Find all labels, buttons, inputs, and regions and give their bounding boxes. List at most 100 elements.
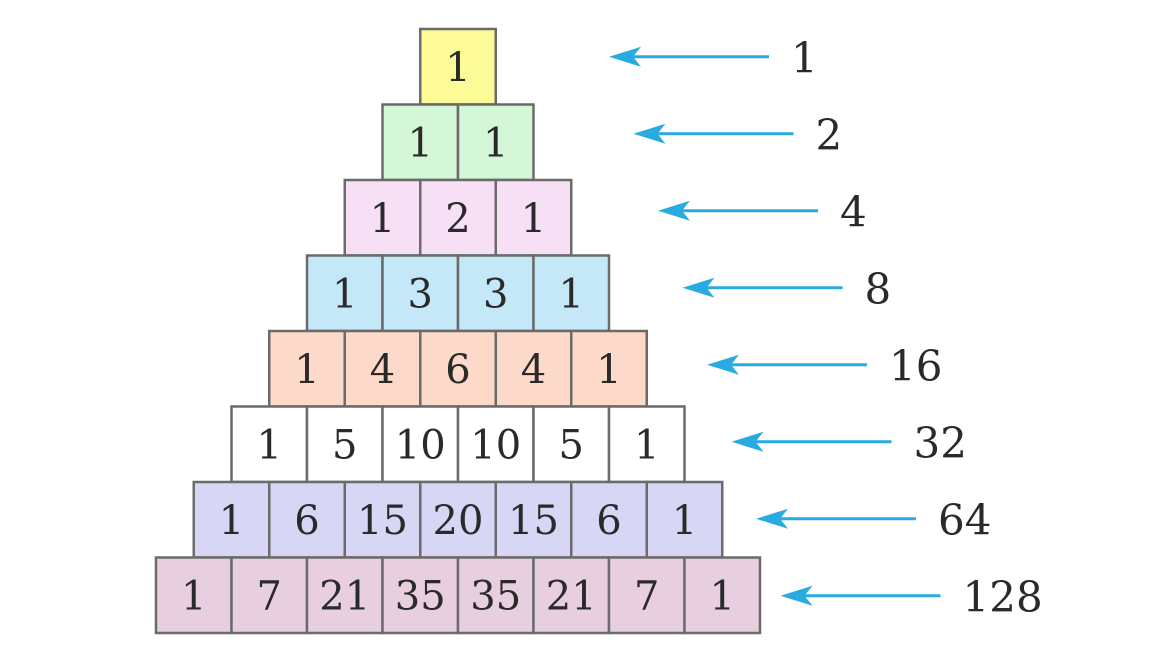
triangle-cell-value: 3 [483,271,508,317]
arrow-left-icon [682,277,715,298]
triangle-cell-value: 1 [181,573,206,619]
triangle-cell-value: 1 [370,196,395,242]
triangle-cell-box [494,178,573,257]
triangle-cell-value: 15 [508,498,559,544]
triangle-cell-box [305,556,384,635]
triangle-cell-box [305,405,384,484]
triangle-cell-box [532,556,611,635]
arrow-left-icon [780,585,813,606]
triangle-cell-value: 1 [219,498,244,544]
triangle-cell: 20 [419,480,497,559]
triangle-cell: 4 [494,329,573,408]
triangle-cell: 1 [192,480,271,559]
triangle-cell-value: 1 [521,196,546,242]
triangle-cell: 1 [532,254,611,333]
triangle-cell-value: 5 [332,422,357,468]
triangle-cell: 7 [607,556,686,635]
arrow-left-icon [707,354,739,375]
arrow-left-icon [731,431,764,452]
triangle-cell-box [570,480,648,559]
triangle-cell-value: 35 [470,573,521,619]
triangle-cell: 21 [305,556,384,635]
triangle-cell-box [494,329,573,408]
triangle-cell: 1 [343,178,422,257]
triangle-cell-box [381,254,460,333]
triangle-cell: 3 [456,254,535,333]
triangle-cell-box [532,254,611,333]
triangle-cell-box [683,556,762,635]
triangle-cell-value: 1 [596,347,621,393]
triangle-cell: 1 [607,405,686,484]
row-sum-label: 64 [938,495,991,544]
triangle-cell: 35 [381,556,460,635]
triangle-cell: 6 [570,480,648,559]
triangle-cell-value: 7 [634,573,659,619]
triangle-cell-value: 6 [294,498,319,544]
triangle-cell: 7 [230,556,309,635]
triangle-cell: 1 [494,178,573,257]
triangle-cell: 2 [419,178,497,257]
row-sum-label: 16 [889,341,942,390]
triangle-cell: 6 [268,480,346,559]
triangle-cell: 21 [532,556,611,635]
triangle-cell-value: 6 [445,347,470,393]
triangle-cell: 1 [305,254,384,333]
triangle-cell-value: 1 [634,422,659,468]
triangle-cell-value: 1 [672,498,697,544]
triangle-cell: 1 [683,556,762,635]
triangle-cell-box [532,405,611,484]
triangle-cell-value: 35 [395,573,446,619]
triangle-cell: 5 [532,405,611,484]
triangle-cell-value: 1 [408,120,433,166]
triangle-cell-value: 7 [257,573,282,619]
triangle-cell-box [192,480,271,559]
triangle-cell-value: 4 [370,347,395,393]
triangle-cell: 1 [645,480,724,559]
triangle-cell: 10 [381,405,460,484]
row-sum-arrows [609,46,941,606]
triangle-cell: 1 [268,329,346,408]
triangle-cell: 35 [456,556,535,635]
row-sum-label: 8 [865,264,892,313]
triangle-cell: 3 [381,254,460,333]
triangle-cell-box [268,480,346,559]
triangle-cell: 4 [343,329,422,408]
row-sum-label: 32 [914,418,967,467]
triangle-cell-box [419,27,497,106]
triangle-cell-value: 3 [408,271,433,317]
triangle-cell: 1 [154,556,233,635]
triangle-cell-value: 1 [257,422,282,468]
triangle-cell: 1 [456,103,535,182]
triangle-cell-value: 10 [470,422,521,468]
triangle-cell-value: 1 [332,271,357,317]
triangle-cell-value: 10 [395,422,446,468]
arrow-left-icon [633,123,666,144]
arrow-left-icon [658,200,690,221]
triangle-cell-value: 1 [710,573,735,619]
triangle-cell-box [607,405,686,484]
triangle-cell-value: 1 [483,120,508,166]
triangle-cell: 10 [456,405,535,484]
triangle-cell-value: 21 [319,573,370,619]
triangle-cell: 1 [381,103,460,182]
row-sum-label: 2 [816,110,843,159]
triangle-cell-box [230,405,309,484]
arrow-left-icon [756,508,788,529]
triangle-cell-box [607,556,686,635]
triangle-cell-value: 21 [546,573,597,619]
triangle-cell-box [343,329,422,408]
triangle-cell: 1 [419,27,497,106]
triangle-cell-value: 20 [433,498,484,544]
triangle-cell-box [154,556,233,635]
triangle-cell: 6 [419,329,497,408]
triangle-cell-value: 1 [294,347,319,393]
triangle-cell-value: 15 [357,498,408,544]
triangle-cell-value: 1 [559,271,584,317]
triangle-cell-value: 1 [445,45,470,91]
triangle-cell-box [456,405,535,484]
triangle-cell-value: 6 [596,498,621,544]
row-sum-label: 1 [791,33,818,82]
triangle-cell-value: 2 [445,196,470,242]
